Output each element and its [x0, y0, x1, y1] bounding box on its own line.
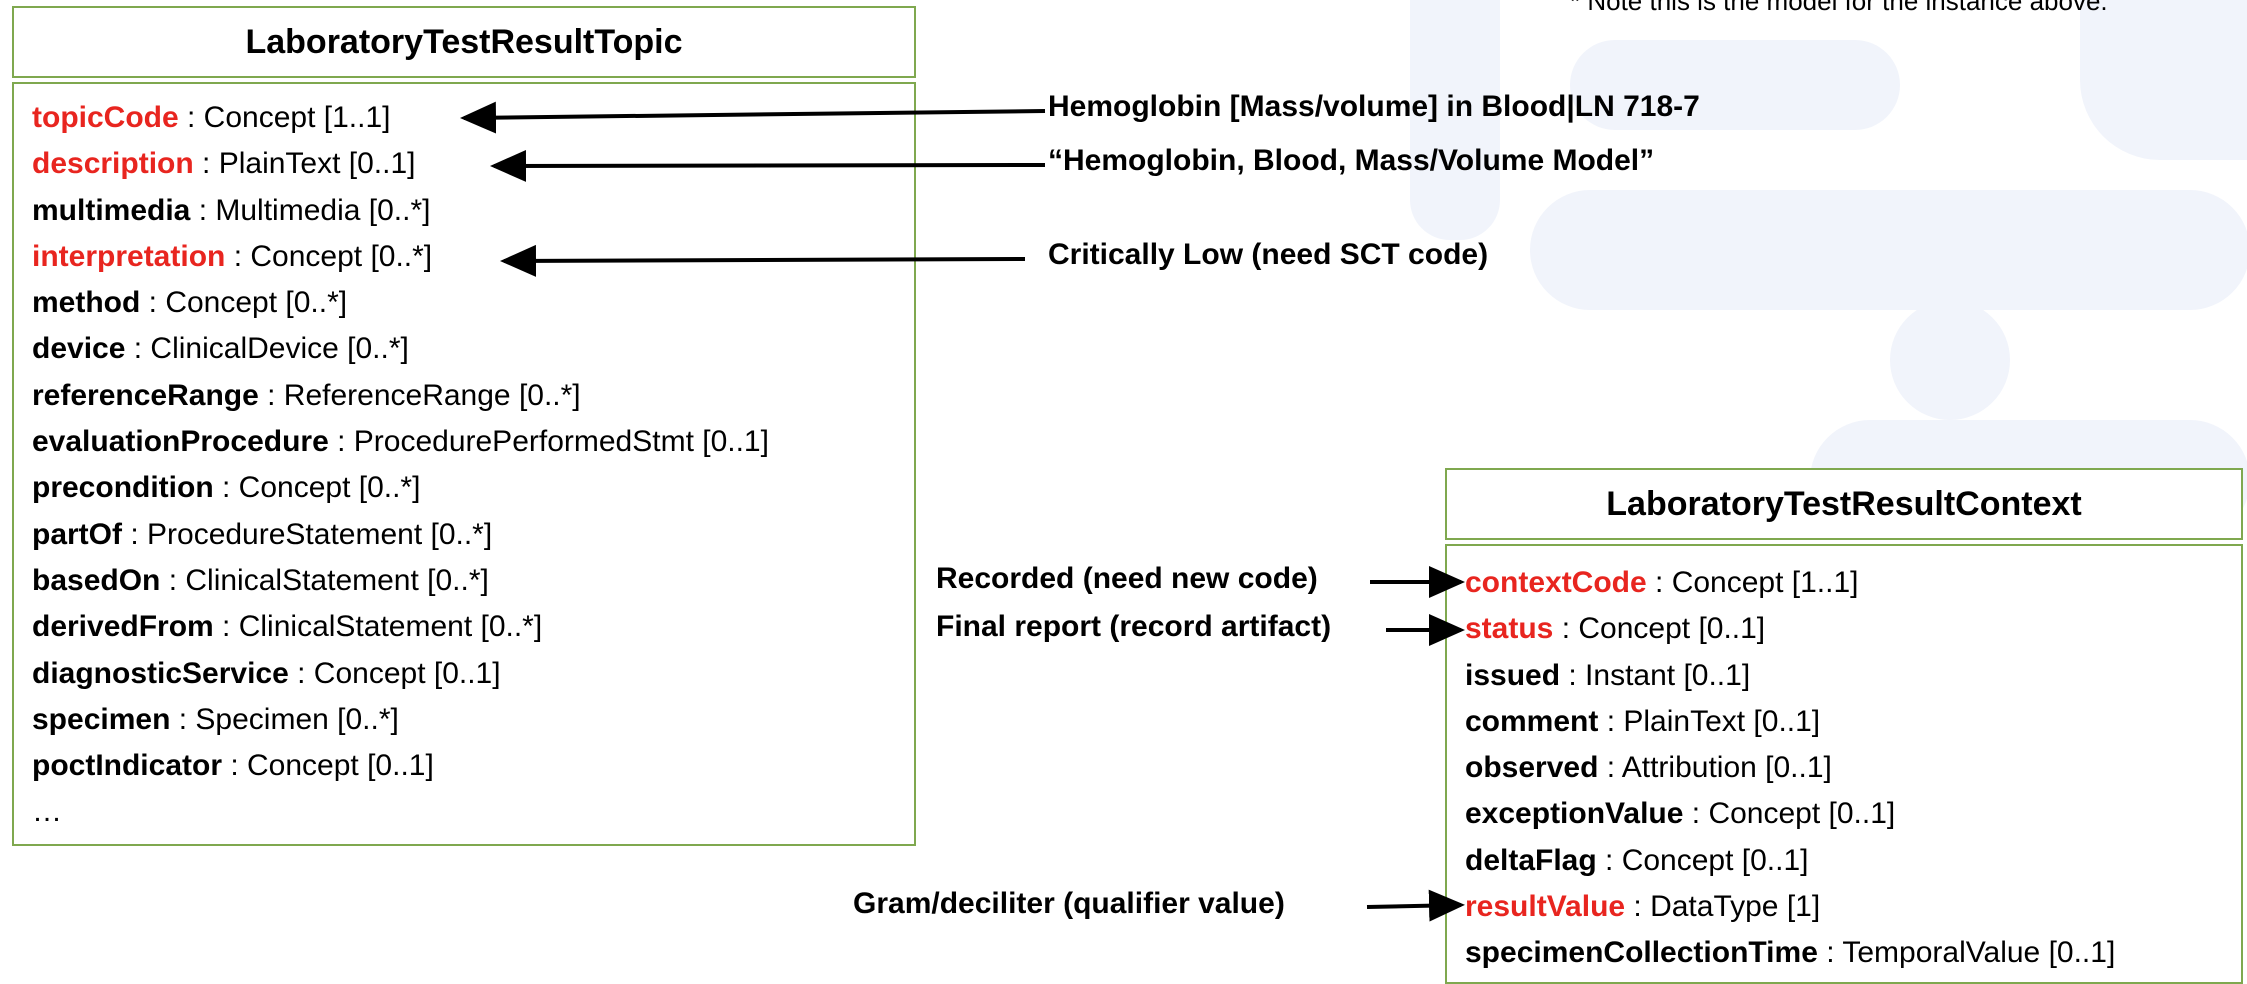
attribute-type: : ClinicalDevice [0..*] — [125, 332, 409, 366]
attribute-name: observed — [1465, 751, 1599, 785]
attribute-type: : Concept [0..*] — [140, 286, 348, 320]
attribute-type: : PlainText [0..1] — [193, 147, 416, 181]
attribute-type: … — [32, 795, 62, 829]
topic-class-body — [12, 82, 916, 846]
attribute-name: specimen — [32, 702, 171, 736]
context-attribute-row: deltaFlag : Concept [0..1] — [1465, 838, 2115, 884]
attribute-name: deltaFlag — [1465, 843, 1597, 877]
attribute-type: : Multimedia [0..*] — [190, 193, 431, 227]
topic-attribute-row: specimen : Specimen [0..*] — [32, 697, 769, 743]
topic-attribute-row: interpretation : Concept [0..*] — [32, 234, 769, 280]
attribute-name: diagnosticService — [32, 656, 289, 690]
attribute-type: : Instant [0..1] — [1560, 658, 1751, 692]
attribute-type: : Concept [0..1] — [1553, 612, 1766, 646]
annotation-interpretation: Critically Low (need SCT code) — [1048, 238, 1489, 271]
attribute-name: interpretation — [32, 239, 226, 273]
topic-attribute-row: description : PlainText [0..1] — [32, 141, 769, 187]
attribute-name: resultValue — [1465, 890, 1626, 924]
attribute-name: precondition — [32, 471, 214, 505]
attribute-name: derivedFrom — [32, 610, 214, 644]
attribute-name: multimedia — [32, 193, 191, 227]
attribute-name: comment — [1465, 704, 1599, 738]
annotation-status: Final report (record artifact) — [936, 610, 1332, 643]
attribute-type: : Concept [0..*] — [213, 471, 421, 505]
attribute-type: : Concept [0..1] — [1596, 843, 1809, 877]
background-shape — [1890, 300, 2010, 420]
attribute-name: exceptionValue — [1465, 797, 1684, 831]
context-class-body — [1445, 544, 2243, 984]
context-attribute-row: observed : Attribution [0..1] — [1465, 745, 2115, 791]
arrow-description — [490, 149, 1046, 182]
attribute-name: method — [32, 286, 141, 320]
background-shape — [1410, 0, 1500, 240]
context-attribute-row: status : Concept [0..1] — [1465, 606, 2115, 652]
context-attribute-row: comment : PlainText [0..1] — [1465, 699, 2115, 745]
attribute-name: description — [32, 147, 194, 181]
topic-attribute-row: partOf : ProcedureStatement [0..*] — [32, 512, 769, 558]
attribute-type: : Concept [1..1] — [178, 101, 391, 134]
topic-attribute-row: basedOn : ClinicalStatement [0..*] — [32, 558, 769, 604]
topic-attribute-row: derivedFrom : ClinicalStatement [0..*] — [32, 604, 769, 650]
attribute-type: : Concept [1..1] — [1646, 566, 1859, 599]
annotation-context-code: Recorded (need new code) — [936, 562, 1318, 595]
attribute-name: basedOn — [32, 563, 161, 597]
attribute-name: referenceRange — [32, 378, 259, 412]
arrow-topic-code — [460, 101, 1046, 134]
background-shape — [1570, 40, 1900, 130]
annotation-description: “Hemoglobin, Blood, Mass/Volume Model” — [1048, 144, 1655, 177]
topic-attribute-row: … — [32, 789, 769, 835]
attribute-type: : ProcedurePerformedStmt [0..1] — [328, 425, 769, 459]
topic-attribute-list: topicCode : Concept [1..1]description : … — [32, 95, 769, 836]
annotation-result-value: Gram/deciliter (qualifier value) — [853, 887, 1285, 920]
topic-attribute-row: device : ClinicalDevice [0..*] — [32, 326, 769, 372]
attribute-type: : Concept [0..1] — [222, 749, 434, 783]
attribute-name: device — [32, 332, 126, 366]
context-attribute-row: contextCode : Concept [1..1] — [1465, 560, 2115, 606]
attribute-name: partOf — [32, 517, 122, 551]
attribute-type: : PlainText [0..1] — [1598, 704, 1821, 738]
topic-attribute-row: referenceRange : ReferenceRange [0..*] — [32, 373, 769, 419]
attribute-name: issued — [1465, 658, 1561, 692]
attribute-type: : ReferenceRange [0..*] — [258, 378, 581, 412]
context-attribute-list: contextCode : Concept [1..1]status : Con… — [1465, 560, 2115, 977]
annotation-topic-code: Hemoglobin [Mass/volume] in Blood|LN 718… — [1048, 90, 1700, 123]
context-attribute-row: resultValue : DataType [1] — [1465, 884, 2115, 930]
attribute-name: evaluationProcedure — [32, 425, 329, 459]
topic-attribute-row: diagnosticService : Concept [0..1] — [32, 651, 769, 697]
topic-attribute-row: poctIndicator : Concept [0..1] — [32, 743, 769, 789]
context-attribute-row: specimenCollectionTime : TemporalValue [… — [1465, 930, 2115, 976]
attribute-name: status — [1465, 612, 1554, 646]
attribute-type: : Attribution [0..1] — [1598, 751, 1832, 785]
context-class-title: LaboratoryTestResultContext — [1445, 468, 2243, 540]
topic-attribute-row: multimedia : Multimedia [0..*] — [32, 188, 769, 234]
attribute-type: : TemporalValue [0..1] — [1817, 936, 2116, 970]
topic-attribute-row: method : Concept [0..*] — [32, 280, 769, 326]
attribute-type: : Concept [0..1] — [288, 656, 501, 690]
context-attribute-row: exceptionValue : Concept [0..1] — [1465, 791, 2115, 837]
attribute-type: : DataType [1] — [1625, 890, 1821, 924]
topic-attribute-row: evaluationProcedure : ProcedurePerformed… — [32, 419, 769, 465]
background-shape — [1530, 190, 2247, 310]
attribute-type: : Concept [0..1] — [1683, 797, 1896, 831]
arrow-result-value — [1366, 889, 1465, 922]
attribute-type: : ClinicalStatement [0..*] — [213, 610, 543, 644]
arrow-interpretation — [500, 244, 1026, 277]
background-shape — [2080, 0, 2247, 160]
attribute-name: specimenCollectionTime — [1465, 936, 1818, 970]
attribute-type: : ProcedureStatement [0..*] — [122, 517, 493, 551]
attribute-type: : Concept [0..*] — [225, 239, 433, 273]
context-attribute-row: issued : Instant [0..1] — [1465, 653, 2115, 699]
attribute-type: : ClinicalStatement [0..*] — [160, 563, 489, 597]
attribute-name: topicCode — [32, 101, 179, 134]
attribute-type: : Specimen [0..*] — [170, 702, 399, 736]
model-note: * Note this is the model for the instanc… — [1570, 0, 2108, 16]
topic-attribute-row: topicCode : Concept [1..1] — [32, 95, 769, 141]
topic-attribute-row: precondition : Concept [0..*] — [32, 465, 769, 511]
attribute-name: poctIndicator — [32, 749, 223, 783]
topic-class-title: LaboratoryTestResultTopic — [12, 6, 916, 78]
attribute-name: contextCode — [1465, 566, 1647, 599]
